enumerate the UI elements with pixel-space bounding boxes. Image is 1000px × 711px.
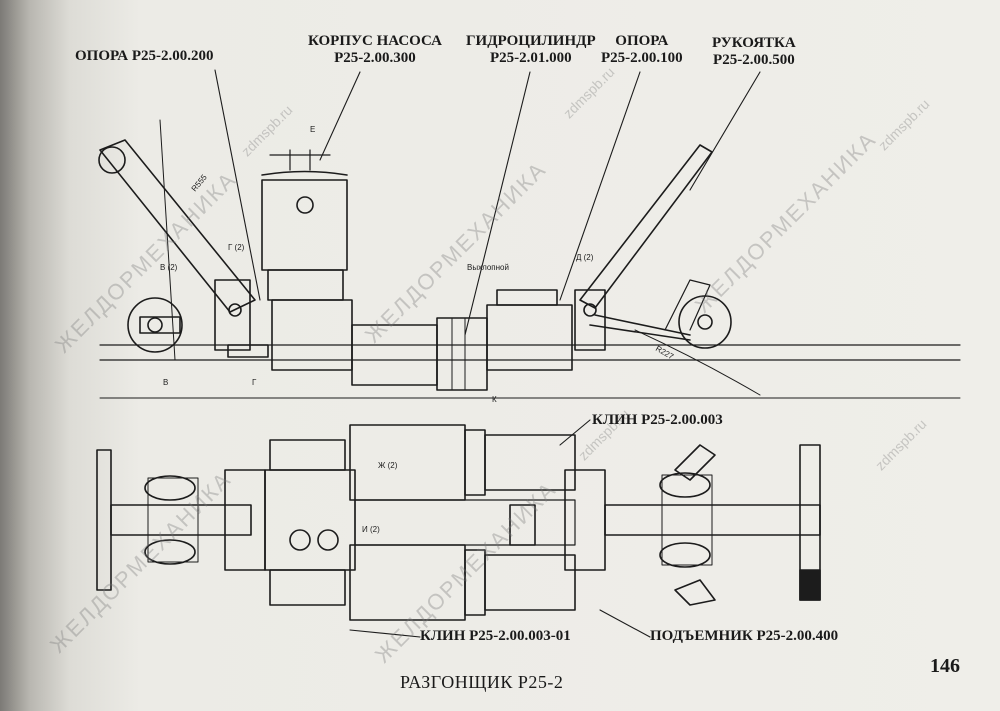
side-view — [98, 119, 961, 399]
mark-view-i: И (2) — [362, 525, 380, 534]
mark-radius-right: R227 — [654, 344, 676, 362]
leader-lines — [214, 69, 761, 638]
label-cylinder: ГИДРОЦИЛИНДР Р25-2.01.000 — [466, 33, 596, 66]
plan-view — [96, 424, 821, 621]
mark-view-d: Д (2) — [576, 253, 594, 262]
mark-b: В — [163, 378, 168, 387]
label-wedge-bottom: КЛИН Р25-2.00.003-01 — [420, 628, 571, 644]
label-handle: РУКОЯТКА Р25-2.00.500 — [712, 35, 796, 68]
mark-note: Выхлопной — [467, 263, 509, 272]
drawing-title: РАЗГОНЩИК Р25-2 — [400, 672, 564, 692]
mark-g: Г — [252, 378, 257, 387]
mark-view-v: В (2) — [160, 263, 178, 272]
label-wedge-top: КЛИН Р25-2.00.003 — [592, 412, 723, 428]
mark-k: К — [492, 395, 497, 404]
label-lifter: ПОДЪЕМНИК Р25-2.00.400 — [650, 628, 839, 644]
mark-view-zh: Ж (2) — [378, 461, 398, 470]
label-pump-body: КОРПУС НАСОСА Р25-2.00.300 — [308, 33, 442, 66]
mark-view-e: Е — [310, 125, 315, 134]
page-number: 146 — [930, 655, 960, 677]
label-opora-left: ОПОРА Р25-2.00.200 — [75, 48, 214, 64]
mark-view-g: Г (2) — [228, 243, 245, 252]
label-opora-right: ОПОРА Р25-2.00.100 — [601, 33, 683, 66]
